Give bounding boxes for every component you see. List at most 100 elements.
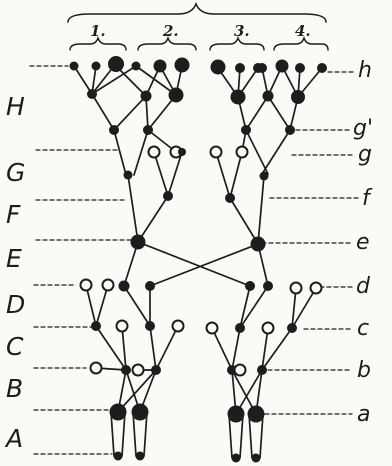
edge-45 bbox=[124, 286, 150, 326]
filled-node-37 bbox=[145, 281, 155, 291]
filled-node-6 bbox=[211, 60, 226, 75]
right-label-e: e bbox=[356, 232, 370, 254]
filled-node-60 bbox=[248, 406, 265, 423]
filled-node-31 bbox=[260, 172, 269, 181]
right-label-d: d bbox=[356, 276, 370, 298]
filled-node-51 bbox=[121, 365, 131, 375]
edge-40 bbox=[138, 242, 250, 286]
filled-node-58 bbox=[132, 404, 149, 421]
filled-node-7 bbox=[235, 63, 245, 73]
filled-node-36 bbox=[119, 281, 130, 292]
edge-38 bbox=[258, 176, 264, 244]
open-node-50 bbox=[91, 363, 102, 374]
filled-node-42 bbox=[91, 321, 101, 331]
filled-node-11 bbox=[295, 63, 305, 73]
open-node-48 bbox=[263, 323, 274, 334]
group-label-3: 3. bbox=[234, 24, 250, 39]
top-brace bbox=[68, 4, 326, 22]
filled-node-33 bbox=[251, 237, 266, 252]
filled-node-38 bbox=[245, 281, 255, 291]
filled-node-12 bbox=[317, 63, 327, 73]
filled-node-16 bbox=[231, 90, 246, 105]
edge-22 bbox=[246, 96, 268, 130]
edge-17 bbox=[92, 94, 114, 130]
open-node-43 bbox=[117, 321, 128, 332]
open-node-46 bbox=[207, 323, 218, 334]
group-label-1: 1. bbox=[90, 24, 106, 39]
filled-node-9 bbox=[257, 63, 267, 73]
left-label-E: E bbox=[6, 246, 22, 271]
right-label-h: h bbox=[358, 60, 372, 82]
filled-node-30 bbox=[225, 193, 235, 203]
filled-node-21 bbox=[241, 125, 251, 135]
filled-node-15 bbox=[169, 88, 184, 103]
left-label-H: H bbox=[6, 94, 25, 119]
edge-36 bbox=[138, 196, 168, 242]
group-label-2: 2. bbox=[163, 24, 179, 39]
filled-node-28 bbox=[124, 171, 133, 180]
edge-54 bbox=[156, 326, 178, 370]
left-label-G: G bbox=[6, 160, 25, 185]
left-label-C: C bbox=[6, 334, 23, 359]
left-label-A: A bbox=[6, 426, 23, 451]
filled-node-39 bbox=[263, 281, 273, 291]
filled-node-61 bbox=[114, 452, 123, 461]
filled-node-4 bbox=[154, 60, 167, 73]
edge-25 bbox=[114, 130, 126, 175]
filled-node-29 bbox=[163, 191, 173, 201]
edge-35 bbox=[128, 175, 138, 242]
filled-node-20 bbox=[143, 125, 153, 135]
right-label-b: b bbox=[357, 360, 371, 382]
filled-node-5 bbox=[175, 58, 190, 73]
filled-node-3 bbox=[132, 62, 141, 71]
filled-node-0 bbox=[70, 62, 79, 71]
left-label-D: D bbox=[6, 292, 25, 317]
right-label-g-prime: g' bbox=[353, 118, 373, 140]
open-node-52 bbox=[133, 365, 144, 376]
filled-node-27 bbox=[178, 148, 186, 156]
edge-37 bbox=[230, 198, 258, 244]
edge-29 bbox=[246, 130, 268, 174]
edge-18 bbox=[114, 96, 146, 130]
right-label-a: a bbox=[357, 404, 370, 426]
filled-node-18 bbox=[291, 90, 305, 104]
edge-34 bbox=[230, 152, 242, 198]
edge-52 bbox=[122, 326, 126, 370]
right-label-c: c bbox=[357, 318, 369, 340]
open-node-35 bbox=[103, 280, 114, 291]
filled-node-47 bbox=[235, 323, 245, 333]
filled-node-53 bbox=[151, 365, 161, 375]
filled-node-59 bbox=[228, 406, 245, 423]
filled-node-44 bbox=[145, 321, 155, 331]
open-node-45 bbox=[173, 321, 184, 332]
open-node-40 bbox=[291, 283, 302, 294]
open-node-23 bbox=[149, 147, 160, 158]
right-label-f: f bbox=[362, 188, 370, 210]
edge-55 bbox=[212, 328, 232, 370]
open-node-25 bbox=[211, 147, 222, 158]
group-label-4: 4. bbox=[295, 24, 311, 39]
left-label-B: B bbox=[6, 376, 23, 401]
edge-53 bbox=[150, 326, 156, 370]
edge-26 bbox=[134, 130, 148, 175]
open-node-55 bbox=[235, 365, 246, 376]
filled-node-57 bbox=[110, 404, 127, 421]
edge-23 bbox=[268, 96, 290, 130]
edge-33 bbox=[216, 152, 230, 198]
filled-node-10 bbox=[276, 60, 289, 73]
filled-node-32 bbox=[131, 235, 146, 250]
edge-41 bbox=[150, 244, 258, 286]
filled-node-22 bbox=[285, 125, 295, 135]
filled-node-19 bbox=[109, 125, 119, 135]
filled-node-14 bbox=[141, 91, 152, 102]
filled-node-17 bbox=[263, 91, 274, 102]
filled-node-63 bbox=[232, 454, 241, 463]
edge-30 bbox=[262, 130, 290, 174]
filled-node-56 bbox=[257, 365, 267, 375]
open-node-41 bbox=[311, 283, 322, 294]
open-node-26 bbox=[237, 147, 248, 158]
open-node-34 bbox=[81, 280, 92, 291]
filled-node-64 bbox=[252, 454, 261, 463]
